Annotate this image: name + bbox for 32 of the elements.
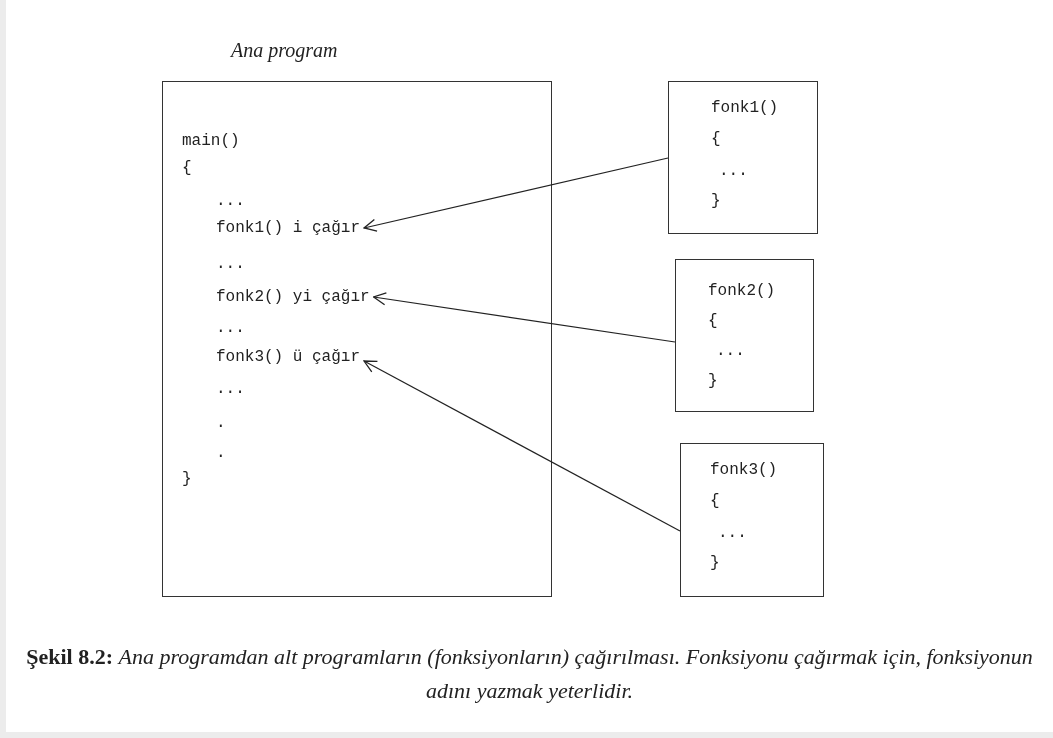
code-line: ... [719,161,748,181]
code-line: . [216,443,226,463]
code-line: . [216,413,226,433]
figure-caption: Şekil 8.2: Ana programdan alt programların (fonksiyonların) çağırılması. Fonksiyonu çağırmak için, fonksiyonun adını yazmak yeterlidir. [25,643,1034,705]
code-line: fonk1() i çağır [216,218,361,238]
code-line: ... [716,341,745,361]
code-line: ... [216,318,245,338]
code-line: } [182,469,192,489]
function-box [668,81,818,234]
code-line: fonk2() [708,281,776,301]
arrow [373,292,676,343]
code-line: { [711,129,721,149]
code-line: } [710,553,720,573]
code-line: } [708,371,718,391]
function-box [680,443,824,597]
function-box [675,259,814,412]
code-line: fonk2() yi çağır [216,287,370,307]
code-line: ... [216,191,245,211]
code-line: ... [718,523,747,543]
arrow [363,360,681,532]
code-line: { [710,491,720,511]
code-line: { [708,311,718,331]
code-line: ... [216,379,245,399]
code-line: ... [216,254,245,274]
box-heading: Ana program [231,40,338,60]
code-line: fonk3() [710,460,778,480]
code-line: } [711,191,721,211]
code-line: { [182,158,192,178]
code-line: main() [182,131,240,151]
code-line: fonk1() [711,98,779,118]
code-line: fonk3() ü çağır [216,347,361,367]
arrow [363,157,669,232]
